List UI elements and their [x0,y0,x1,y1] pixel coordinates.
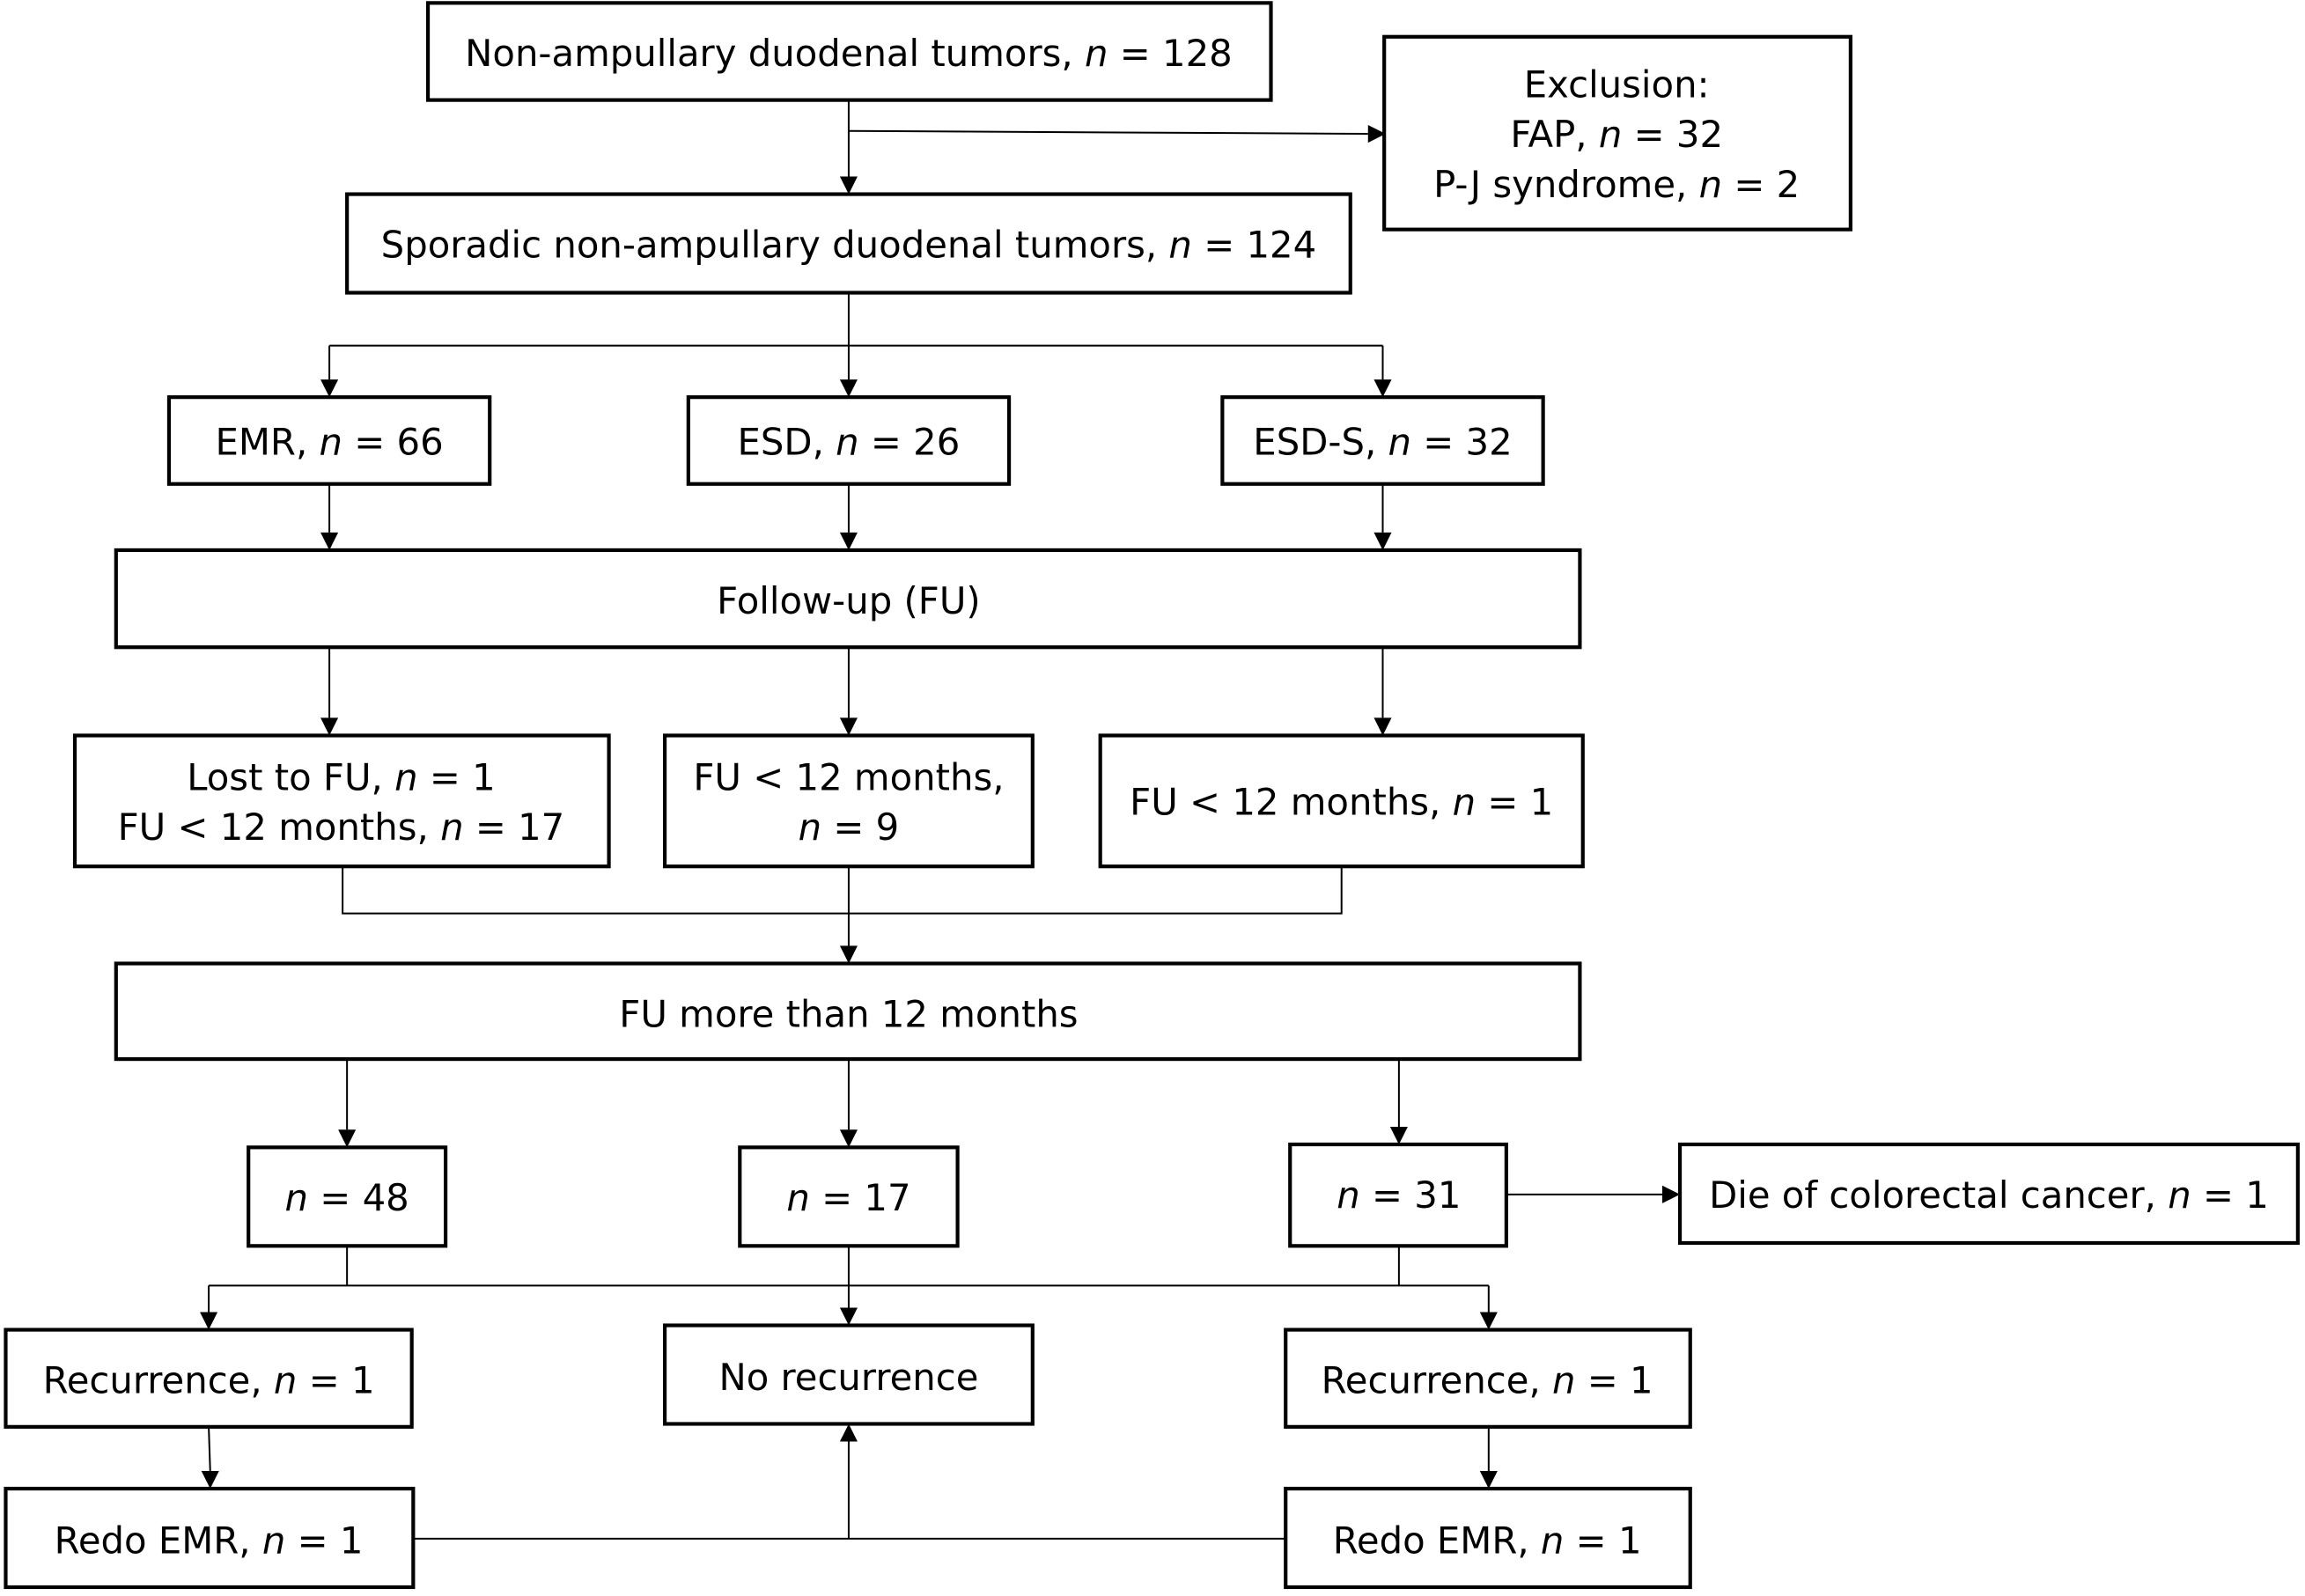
node-esds-n: n = 31 [1288,1142,1508,1248]
svg-text:n = 17: n = 17 [786,1176,910,1219]
connector-treatments [328,292,1384,380]
arrow-icon [839,945,858,964]
arrow-icon [1389,1126,1408,1145]
svg-text:Redo EMR, n = 1: Redo EMR, n = 1 [1333,1519,1642,1563]
connector-to-followup [328,483,1384,533]
svg-text:FU < 12 months,: FU < 12 months, [693,755,1004,798]
svg-text:Redo EMR, n = 1: Redo EMR, n = 1 [55,1519,364,1563]
node-exclusion: Exclusion: FAP, n = 32 P-J syndrome, n =… [1382,34,1852,232]
svg-text:n = 9: n = 9 [799,805,900,849]
svg-text:FU < 12 months, n = 17: FU < 12 months, n = 17 [118,805,565,849]
arrow-icon [839,1307,858,1326]
node-rec-left: Recurrence, n = 1 [4,1328,414,1429]
svg-text:FU more than 12 months: FU more than 12 months [619,992,1078,1035]
arrow-icon [320,532,339,550]
connector-to-recurrence [208,1246,1490,1313]
arrow-icon [839,379,858,398]
node-total: Non-ampullary duodenal tumors, n = 128 [425,1,1273,102]
connector-exclusion [848,129,1368,136]
arrow-icon [839,532,858,550]
connectors [208,99,1662,1540]
svg-text:ESD-S, n = 32: ESD-S, n = 32 [1253,420,1512,463]
arrow-icon [1479,1312,1498,1330]
svg-text:Follow-up (FU): Follow-up (FU) [717,579,981,622]
svg-text:Sporadic non-ampullary duodena: Sporadic non-ampullary duodenal tumors, … [381,223,1317,266]
node-redo-left: Redo EMR, n = 1 [4,1486,416,1590]
arrow-icon [839,717,858,736]
connector-to-fu12 [342,866,1343,946]
arrow-icon [338,1129,357,1148]
svg-text:n = 48: n = 48 [285,1176,409,1219]
node-redo-right: Redo EMR, n = 1 [1284,1486,1692,1590]
svg-text:Recurrence, n = 1: Recurrence, n = 1 [43,1358,375,1401]
node-rec-right: Recurrence, n = 1 [1284,1328,1692,1429]
svg-text:Recurrence, n = 1: Recurrence, n = 1 [1322,1358,1653,1401]
node-sporadic: Sporadic non-ampullary duodenal tumors, … [345,192,1352,295]
node-no-rec: No recurrence [662,1323,1035,1426]
node-esd-lost: FU < 12 months, n = 9 [662,733,1035,869]
arrowheads [200,125,1681,1489]
arrow-icon [1367,125,1386,143]
arrow-icon [839,176,858,195]
arrow-icon [839,1423,858,1442]
svg-text:Die of colorectal cancer, n =: Die of colorectal cancer, n = 1 [1709,1173,2269,1217]
svg-text:ESD, n = 26: ESD, n = 26 [738,420,961,463]
node-emr-n: n = 48 [247,1145,448,1248]
svg-text:n = 31: n = 31 [1337,1173,1461,1217]
arrow-icon [200,1312,218,1330]
svg-text:FAP, n = 32: FAP, n = 32 [1510,113,1723,156]
connector-to-lost [328,647,1384,718]
connector-to-redo [208,1426,1490,1472]
arrow-icon [201,1470,219,1489]
node-followup: Follow-up (FU) [114,548,1582,650]
svg-text:Lost to FU, n = 1: Lost to FU, n = 1 [187,755,495,798]
svg-text:P-J syndrome, n = 2: P-J syndrome, n = 2 [1433,163,1800,206]
arrow-icon [320,717,339,736]
arrow-icon [1661,1185,1681,1203]
svg-text:Non-ampullary duodenal tumors,: Non-ampullary duodenal tumors, n = 128 [465,32,1233,75]
node-esds-lost: FU < 12 months, n = 1 [1098,733,1585,869]
connector-to-n [346,1059,1400,1130]
node-fu12: FU more than 12 months [114,961,1582,1062]
arrow-icon [1373,379,1392,398]
arrow-icon [320,379,339,398]
arrow-icon [1479,1470,1498,1489]
svg-text:Exclusion:: Exclusion: [1524,63,1710,106]
svg-text:No recurrence: No recurrence [718,1356,978,1399]
node-death: Die of colorectal cancer, n = 1 [1677,1142,2300,1246]
svg-text:EMR, n = 66: EMR, n = 66 [215,420,443,463]
arrow-icon [1373,717,1392,736]
arrow-icon [1373,532,1392,550]
node-emr-lost: Lost to FU, n = 1 FU < 12 months, n = 17 [72,733,611,869]
connector-redo-norec [415,1441,1285,1540]
node-esd-n: n = 17 [738,1145,960,1248]
node-esd: ESD, n = 26 [686,395,1012,486]
node-emr: EMR, n = 66 [166,395,492,486]
arrow-icon [839,1129,858,1148]
node-esds: ESD-S, n = 32 [1220,395,1545,486]
svg-text:FU < 12 months, n = 1: FU < 12 months, n = 1 [1130,781,1553,824]
